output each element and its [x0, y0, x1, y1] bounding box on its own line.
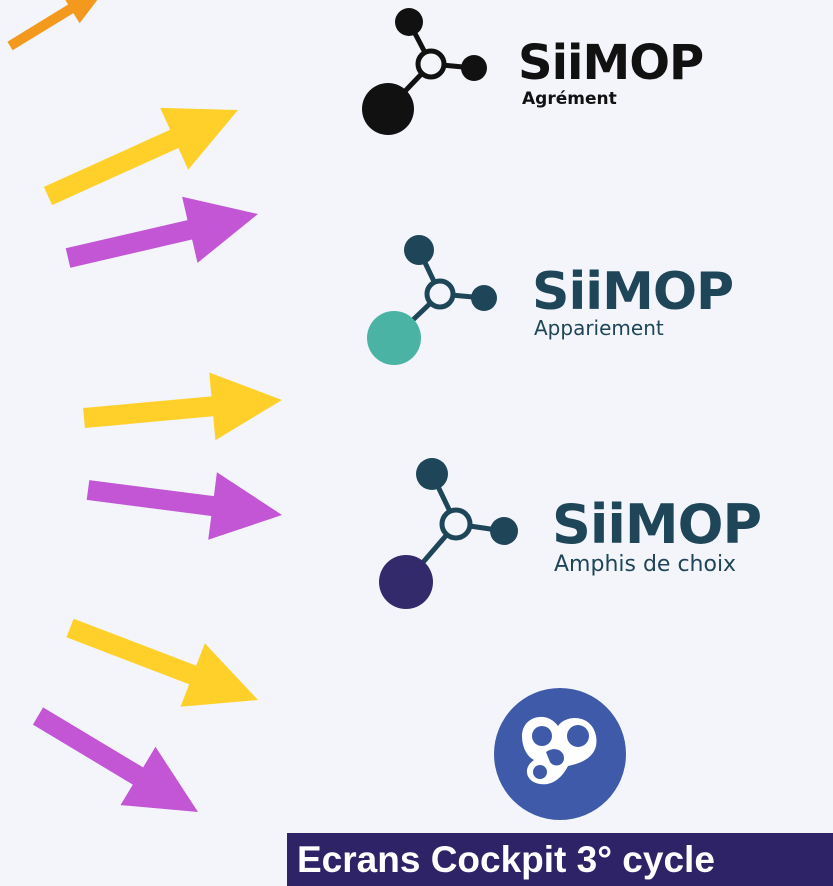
orange-arrow: [7, 0, 98, 51]
siimop-agrement-logo: SiiMOP Agrément: [356, 4, 716, 139]
siimop-amphis-logo: SiiMOP Amphis de choix: [376, 454, 776, 614]
yellow-arrow: [83, 372, 282, 441]
yellow-arrow: [43, 107, 239, 206]
product-subtitle: Amphis de choix: [554, 552, 737, 577]
purple-arrow: [86, 472, 282, 540]
molecule-icon: [379, 458, 518, 609]
siimop-appariement-logo: SiiMOP Appariement: [362, 232, 734, 370]
purple-arrow: [32, 707, 199, 812]
product-subtitle: Appariement: [534, 316, 664, 340]
yellow-arrow: [66, 618, 259, 707]
molecule-icon: [367, 235, 497, 365]
brand-name: SiiMOP: [532, 262, 734, 322]
molecule-icon: [362, 8, 487, 135]
banner-title: Ecrans Cockpit 3° cycle: [287, 833, 833, 886]
purple-arrow: [65, 196, 258, 268]
brand-name: SiiMOP: [552, 493, 762, 556]
brand-name: SiiMOP: [518, 35, 704, 91]
cockpit-icon: [492, 686, 628, 822]
product-subtitle: Agrément: [522, 89, 617, 109]
